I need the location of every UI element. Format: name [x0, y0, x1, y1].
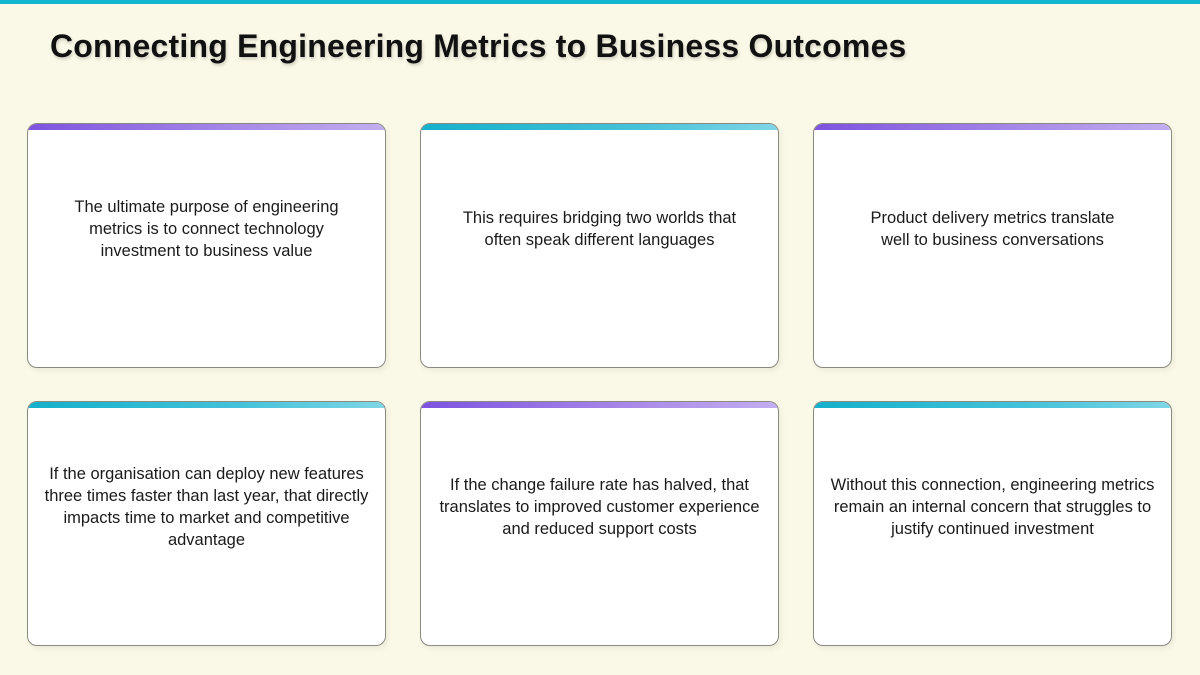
card-text: Product delivery metrics translate well … — [870, 208, 1115, 249]
card-accent-bar — [814, 124, 1171, 130]
card-purpose: The ultimate purpose of engineering metr… — [27, 123, 386, 368]
card-text: If the change failure rate has halved, t… — [439, 475, 760, 538]
card-without-connection: Without this connection, engineering met… — [813, 401, 1172, 646]
card-text: If the organisation can deploy new featu… — [44, 464, 369, 549]
card-text: Without this connection, engineering met… — [830, 475, 1155, 538]
card-accent-bar — [814, 402, 1171, 408]
card-accent-bar — [28, 402, 385, 408]
card-bridging: This requires bridging two worlds that o… — [420, 123, 779, 368]
card-text: This requires bridging two worlds that o… — [462, 208, 737, 249]
slide-title: Connecting Engineering Metrics to Busine… — [50, 28, 907, 64]
card-accent-bar — [421, 402, 778, 408]
card-text: The ultimate purpose of engineering metr… — [74, 197, 339, 260]
card-accent-bar — [421, 124, 778, 130]
card-deploy-speed: If the organisation can deploy new featu… — [27, 401, 386, 646]
card-change-failure: If the change failure rate has halved, t… — [420, 401, 779, 646]
top-accent-bar — [0, 0, 1200, 4]
card-accent-bar — [28, 124, 385, 130]
card-product-delivery: Product delivery metrics translate well … — [813, 123, 1172, 368]
